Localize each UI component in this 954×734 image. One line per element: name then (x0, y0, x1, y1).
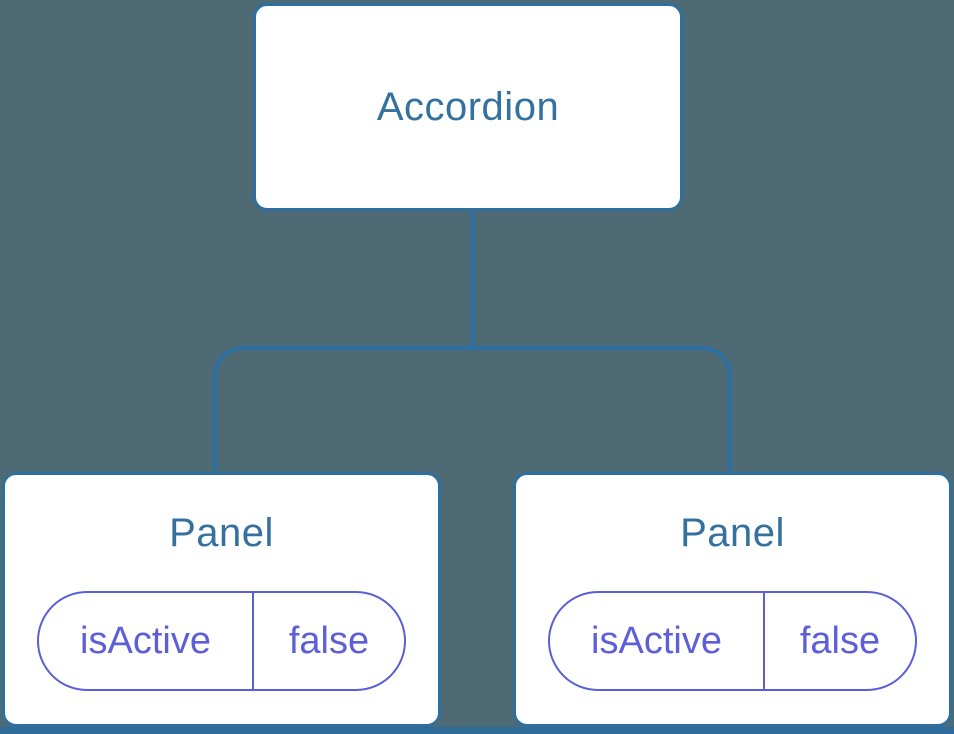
state-value-label: false (799, 620, 881, 662)
accordion-node-label: Accordion (376, 85, 560, 129)
state-value-cell: false (765, 593, 915, 689)
panel-node-left: Panel isActive false (2, 472, 441, 727)
panel-node-label: Panel (169, 511, 274, 555)
state-value-cell: false (254, 593, 404, 689)
state-value-label: false (288, 620, 370, 662)
state-key-label: isActive (591, 620, 722, 662)
state-key-label: isActive (80, 620, 211, 662)
accordion-node: Accordion (253, 3, 683, 211)
bottom-edge-bar (0, 727, 954, 734)
panel-node-right: Panel isActive false (513, 472, 952, 727)
state-pill: isActive false (37, 591, 406, 691)
panel-node-label: Panel (680, 511, 785, 555)
state-key-cell: isActive (39, 593, 254, 689)
state-key-cell: isActive (550, 593, 765, 689)
connector-bracket (212, 345, 733, 474)
state-pill: isActive false (548, 591, 917, 691)
